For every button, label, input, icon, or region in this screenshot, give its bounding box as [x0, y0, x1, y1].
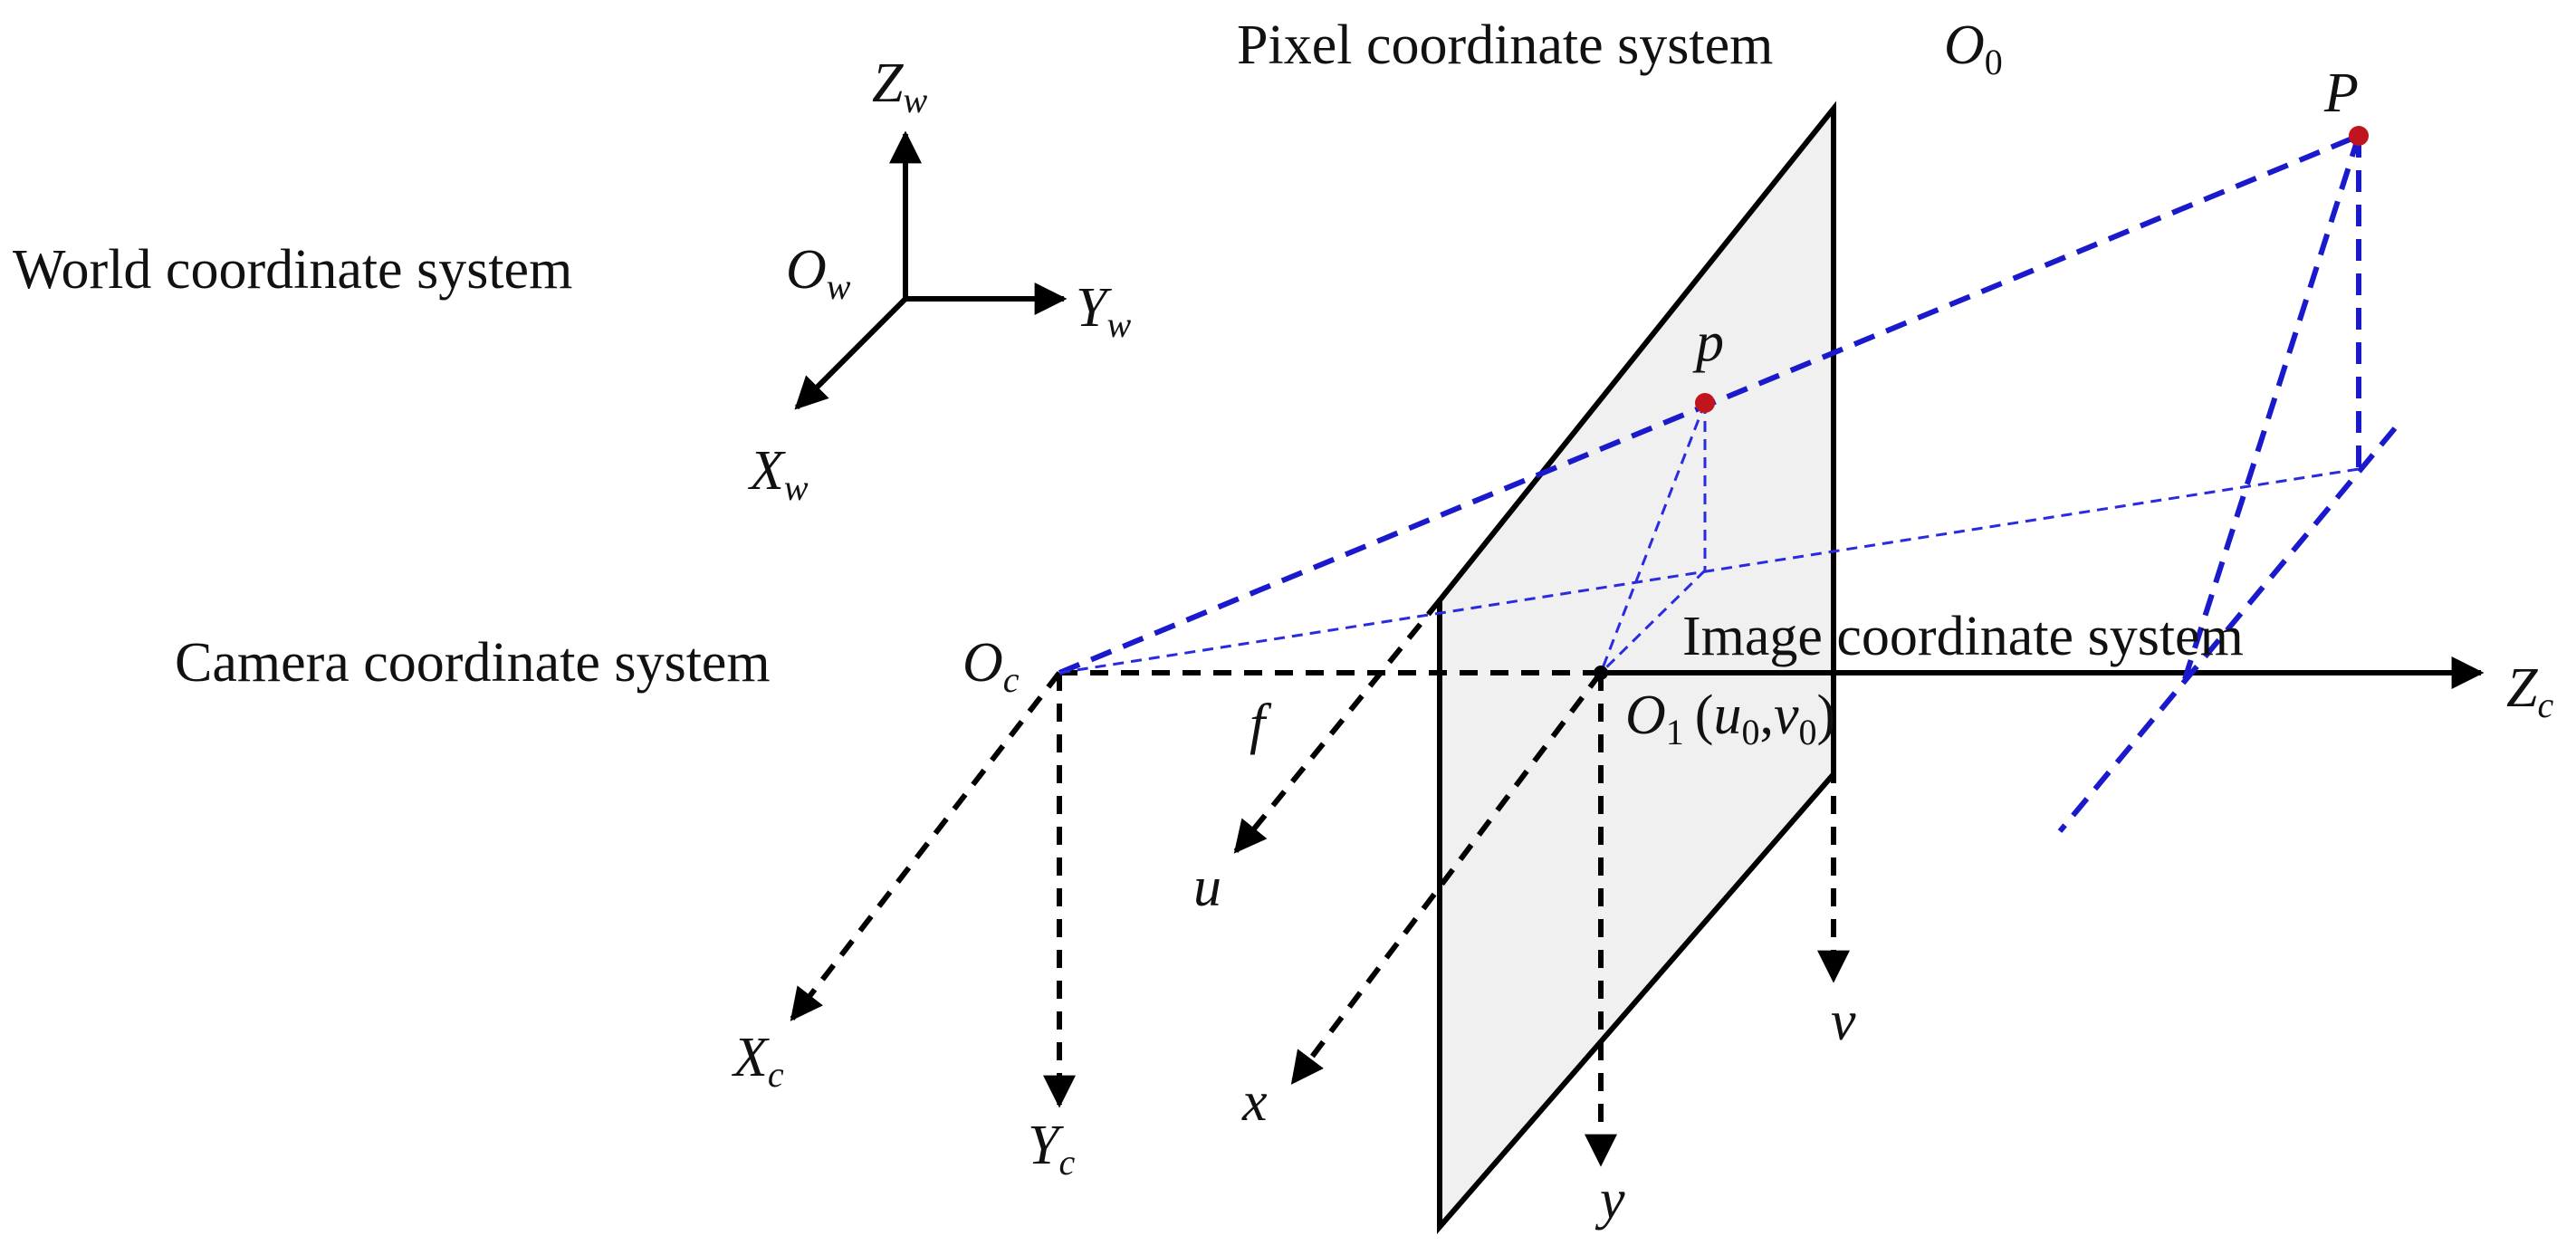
camera-axes — [790, 656, 2485, 1108]
image-x-axis — [1290, 671, 1604, 1085]
world-z-label: Zw — [872, 53, 927, 120]
pixel-u-label: u — [1193, 857, 1221, 918]
world-x-axis — [794, 296, 908, 410]
camera-x-label: Xc — [731, 1027, 784, 1095]
image-axes — [1290, 671, 1617, 1167]
camera-x-axis — [790, 671, 1062, 1021]
camera-z-label: Zc — [2506, 657, 2553, 725]
pixel-axes — [1233, 599, 1850, 983]
image-ground-to-center — [1599, 569, 1707, 675]
principal-point-marker — [1594, 666, 1608, 680]
world-system-label: World coordinate system — [13, 239, 572, 301]
pixel-system-label: Pixel coordinate system — [1237, 14, 1773, 76]
ground-projection-ray — [1058, 467, 2360, 675]
camera-origin-label: Oc — [962, 632, 1020, 700]
world-axes — [794, 130, 1068, 410]
world-ground-line — [2057, 426, 2398, 833]
image-plane — [1437, 101, 1836, 1235]
camera-system-label: Camera coordinate system — [175, 632, 771, 694]
image-system-label: Image coordinate system — [1682, 606, 2244, 667]
world-origin-label: Ow — [786, 239, 851, 307]
image-point-marker — [1695, 393, 1715, 413]
image-origin-label: O1(u0,v0) — [1625, 685, 1835, 752]
image-x-label: x — [1241, 1071, 1268, 1133]
focal-length-label: f — [1250, 694, 1272, 755]
world-x-label: Xw — [747, 440, 809, 508]
pixel-v-label: v — [1831, 991, 1856, 1052]
camera-y-label: Yc — [1028, 1115, 1075, 1183]
world-point-marker — [2349, 126, 2369, 146]
pixel-origin-label: O0 — [1944, 14, 2003, 82]
world-point-label: P — [2323, 62, 2359, 124]
image-point-label: p — [1692, 311, 1724, 373]
image-point-to-center — [1599, 402, 1707, 674]
world-y-label: Yw — [1076, 277, 1131, 345]
pixel-u-axis — [1233, 599, 1442, 854]
world-point-diagonal — [2182, 135, 2361, 680]
image-y-label: y — [1594, 1169, 1625, 1231]
